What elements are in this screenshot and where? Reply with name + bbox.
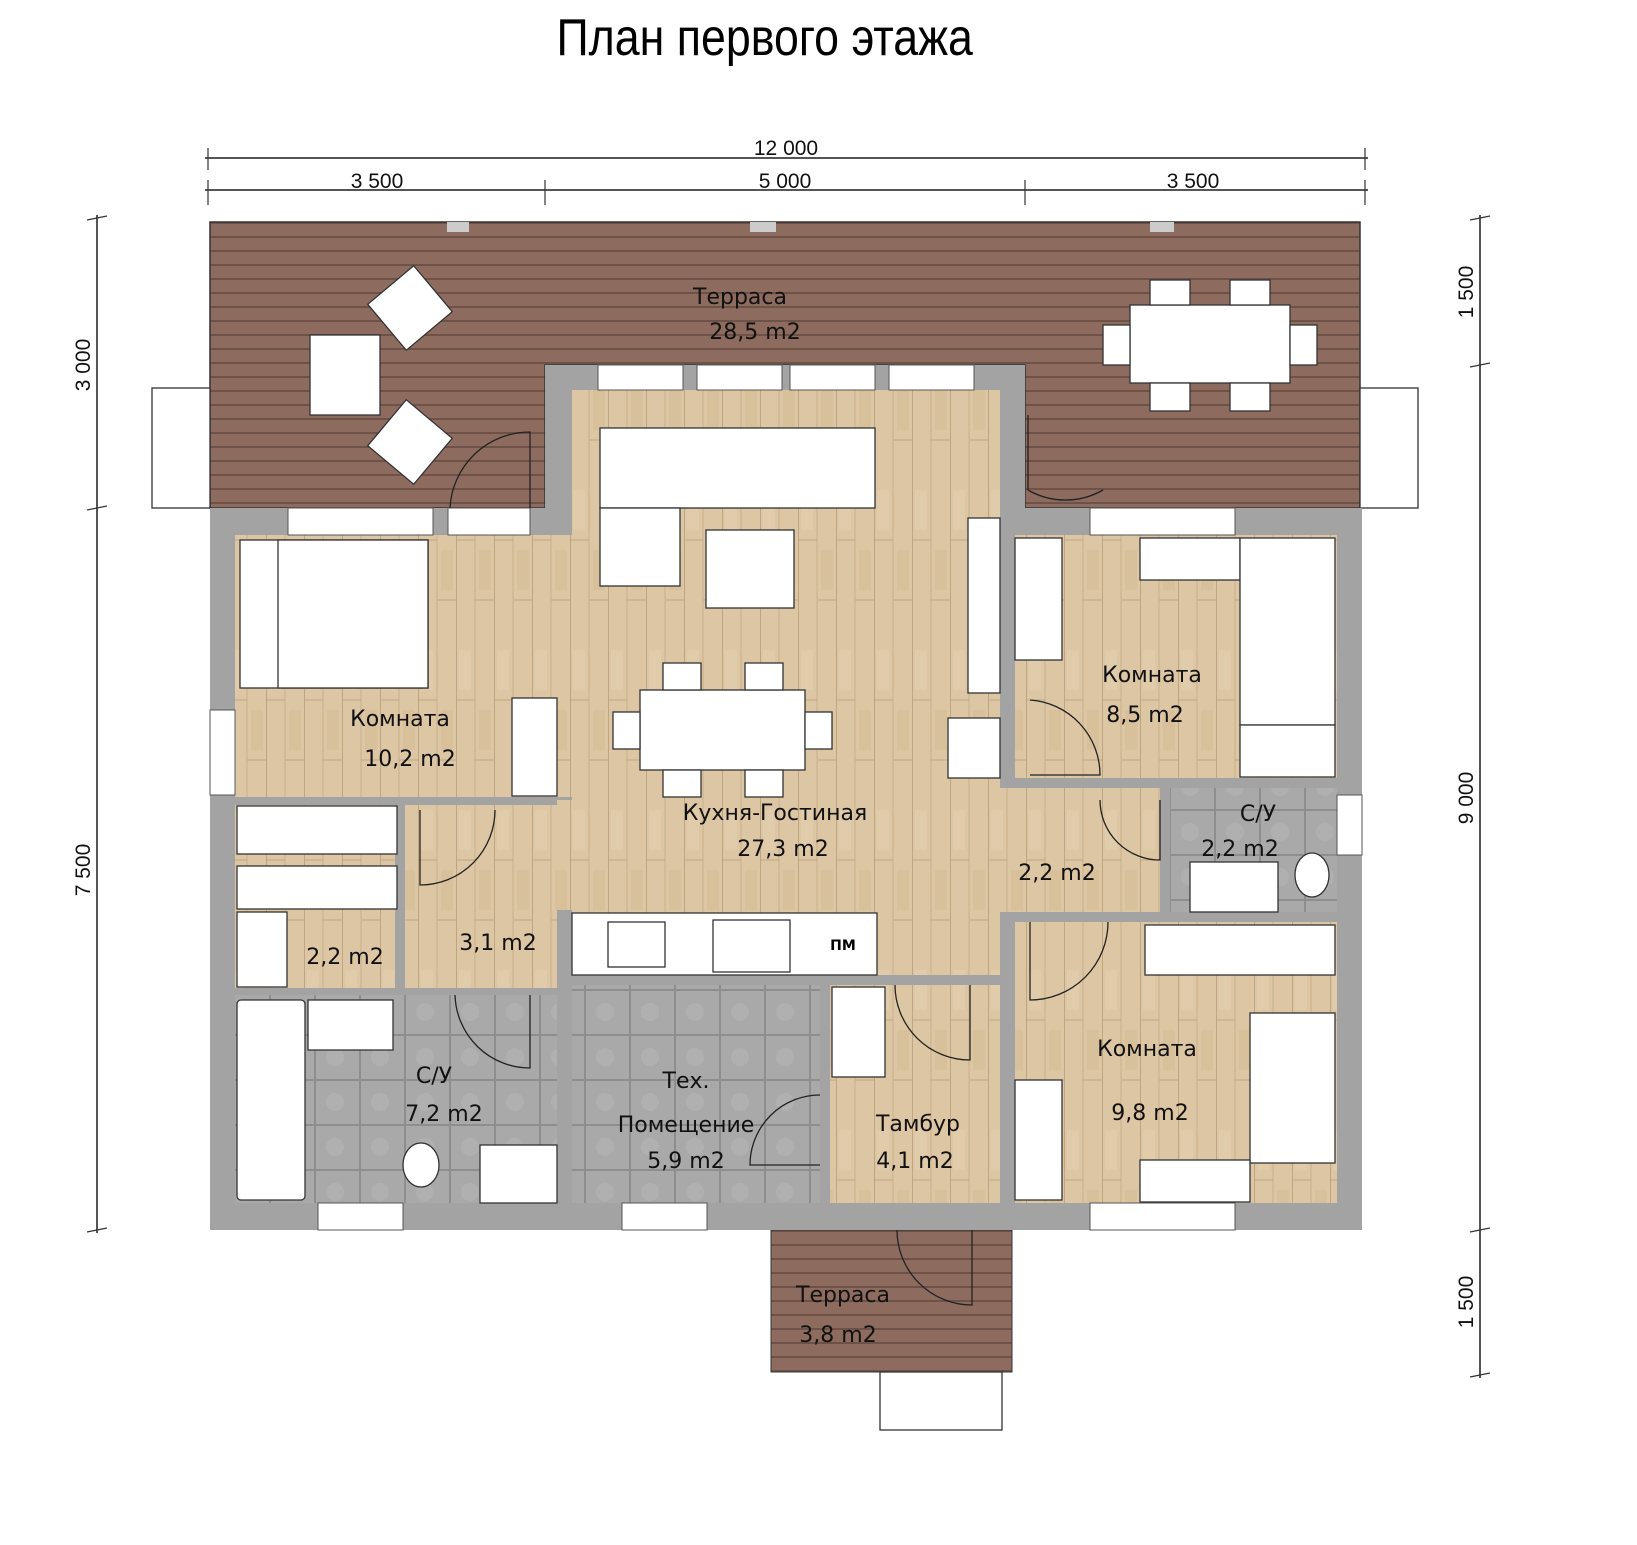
svg-text:Кухня-Гостиная: Кухня-Гостиная — [683, 801, 867, 826]
room-label-terrace-entry: Терраса 3,8 m2 — [795, 1283, 890, 1348]
washbasin — [307, 999, 394, 1051]
washing-machine — [479, 1144, 558, 1204]
windows — [209, 364, 1363, 1231]
wardrobe-3 — [236, 911, 288, 988]
dimension-label: 9 000 — [1455, 772, 1478, 825]
room-label-hall: 2,2 m2 — [1018, 861, 1095, 886]
svg-text:Комната: Комната — [350, 707, 450, 732]
doors — [419, 415, 1161, 1306]
washbasin-2 — [1189, 861, 1279, 913]
svg-text:Тамбур: Тамбур — [875, 1112, 960, 1137]
floor-corridor — [405, 805, 557, 988]
room-label-wardrobe: 2,2 m2 — [306, 945, 383, 970]
svg-text:Тех.: Тех. — [662, 1069, 710, 1094]
dimension-label: 7 500 — [72, 844, 95, 897]
boiler — [947, 717, 1001, 779]
plan-title: План первого этажа — [556, 9, 973, 67]
room-label-bedroom-2: Комната 8,5 m2 — [1102, 663, 1202, 728]
svg-text:7,2 m2: 7,2 m2 — [405, 1102, 482, 1127]
dishwasher-label: ПМ — [830, 938, 856, 954]
dresser — [511, 697, 558, 797]
room-label-vestibule: Тамбур 4,1 m2 — [875, 1112, 960, 1174]
wardrobe-4 — [1144, 924, 1336, 976]
svg-text:9,8 m2: 9,8 m2 — [1111, 1101, 1188, 1126]
svg-text:10,2 m2: 10,2 m2 — [364, 747, 455, 772]
closet — [831, 986, 886, 1078]
steps-right — [1359, 387, 1419, 509]
svg-text:Помещение: Помещение — [618, 1113, 755, 1138]
sink — [712, 919, 791, 973]
sofa — [599, 427, 876, 509]
wardrobe-1 — [236, 805, 398, 855]
desk — [1014, 537, 1063, 661]
svg-text:3,8 m2: 3,8 m2 — [799, 1323, 876, 1348]
bathtub — [236, 999, 306, 1201]
dimension-left: 3 000 7 500 — [72, 215, 108, 1233]
svg-text:С/У: С/У — [1240, 802, 1277, 827]
room-label-tech-room: Тех. Помещение 5,9 m2 — [618, 1069, 755, 1174]
room-label-terrace-main: Терраса 28,5 m2 — [692, 285, 801, 345]
coffee-table — [309, 334, 381, 416]
toilet-2 — [1294, 852, 1330, 898]
svg-text:Терраса: Терраса — [692, 285, 787, 310]
furniture: ПМ — [236, 264, 1336, 1204]
svg-text:Терраса: Терраса — [795, 1283, 890, 1308]
svg-text:28,5 m2: 28,5 m2 — [709, 320, 800, 345]
toilet — [402, 1142, 440, 1188]
dining-table — [639, 689, 806, 771]
room-label-bedroom-3: Комната 9,8 m2 — [1097, 1037, 1197, 1126]
room-label-bedroom-1: Комната 10,2 m2 — [350, 707, 456, 772]
dimension-right: 1 500 9 000 1 500 — [1455, 215, 1491, 1378]
dimension-label: 3 500 — [1167, 170, 1220, 193]
room-label-kitchen-living: Кухня-Гостиная 27,3 m2 — [683, 801, 867, 862]
wardrobe-2 — [236, 865, 398, 910]
dimension-top-segments: 3 500 5 000 3 500 — [205, 170, 1368, 205]
steps-bottom — [879, 1371, 1003, 1431]
dimension-label: 1 500 — [1455, 1276, 1478, 1329]
terrace-table — [1129, 304, 1291, 384]
armchair — [366, 264, 454, 352]
svg-text:С/У: С/У — [416, 1064, 453, 1089]
svg-text:8,5 m2: 8,5 m2 — [1106, 703, 1183, 728]
bed-2 — [1239, 537, 1336, 726]
steps-left — [151, 387, 211, 509]
room-label-bathroom-small: С/У 2,2 m2 — [1201, 802, 1278, 862]
svg-text:2,2 m2: 2,2 m2 — [1201, 837, 1278, 862]
svg-text:4,1 m2: 4,1 m2 — [876, 1149, 953, 1174]
floor-tech-room — [572, 985, 820, 1203]
room-label-bathroom-large: С/У 7,2 m2 — [405, 1064, 482, 1127]
dimension-label: 1 500 — [1455, 266, 1478, 319]
room-label-corridor: 3,1 m2 — [459, 931, 536, 956]
living-table — [705, 529, 795, 609]
dimension-label: 3 000 — [72, 339, 95, 392]
svg-text:Комната: Комната — [1102, 663, 1202, 688]
desk-2 — [1014, 1079, 1063, 1201]
tv-stand — [967, 517, 1001, 694]
svg-text:Комната: Комната — [1097, 1037, 1197, 1062]
bed-3 — [1249, 1012, 1336, 1164]
dimension-label: 12 000 — [754, 137, 818, 160]
dimension-label: 3 500 — [351, 170, 404, 193]
dimension-top-total: 12 000 — [205, 137, 1368, 170]
svg-text:5,9 m2: 5,9 m2 — [647, 1149, 724, 1174]
floor-hall — [1000, 788, 1160, 912]
armchair — [366, 398, 454, 486]
dimension-label: 5 000 — [759, 170, 812, 193]
svg-text:27,3 m2: 27,3 m2 — [737, 837, 828, 862]
